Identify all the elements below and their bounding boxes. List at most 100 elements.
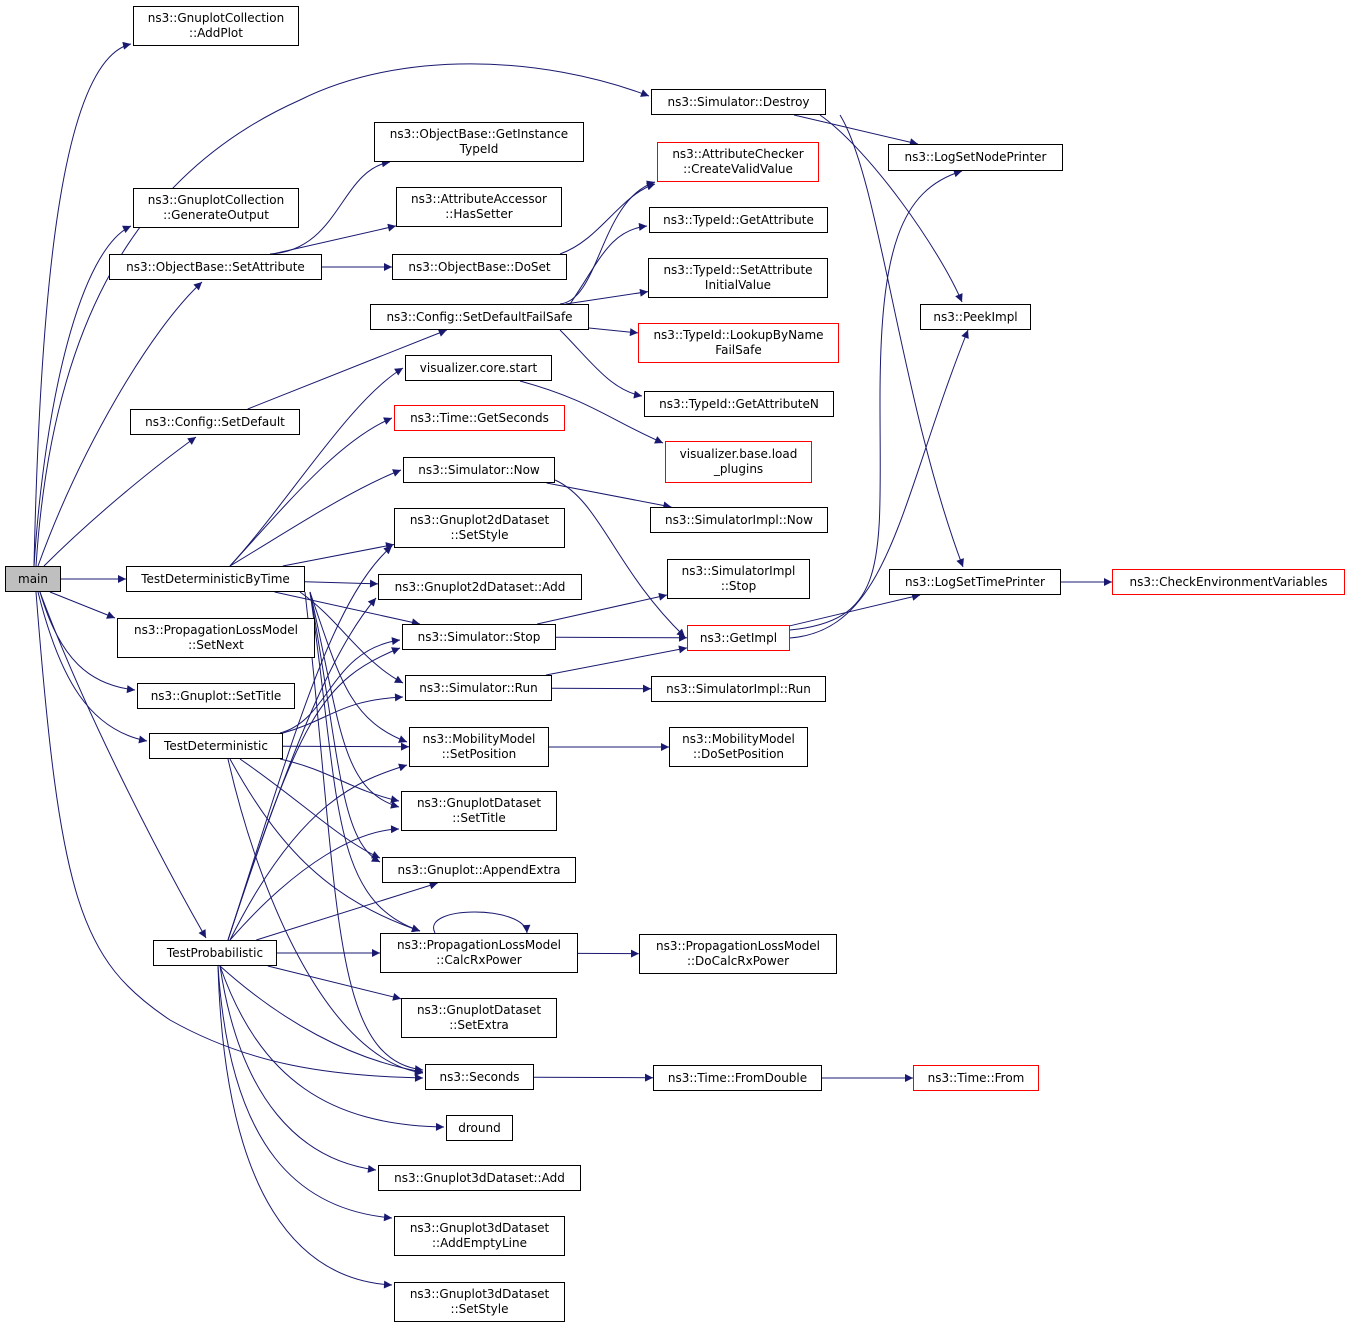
node-simimpl-now[interactable]: ns3::SimulatorImpl::Now	[650, 507, 828, 533]
edge-test-prob-to-g3d-add	[219, 965, 377, 1173]
node-peekimpl[interactable]: ns3::PeekImpl	[920, 304, 1031, 330]
edge-test-det-by-time-to-seconds	[304, 591, 424, 1074]
node-vis-core-start[interactable]: visualizer.core.start	[405, 355, 552, 381]
node-sim-run[interactable]: ns3::Simulator::Run	[405, 675, 552, 701]
node-gc-addplot[interactable]: ns3::GnuplotCollection::AddPlot	[133, 6, 299, 46]
node-label: visualizer.base.load	[679, 447, 798, 461]
node-gc-generateoutput[interactable]: ns3::GnuplotCollection::GenerateOutput	[133, 188, 299, 228]
node-main: main	[5, 566, 61, 592]
edge-sim-destroy-to-logsetnodeprinter	[793, 114, 919, 147]
node-label: ::SetTitle	[452, 811, 506, 825]
edge-test-det-by-time-to-g2d-add	[304, 579, 379, 588]
node-plm-setnext[interactable]: ns3::PropagationLossModel::SetNext	[117, 618, 315, 658]
edge-test-det-by-time-to-gnuplot-appendextra	[309, 591, 381, 863]
node-objbase-doset[interactable]: ns3::ObjectBase::DoSet	[392, 254, 567, 280]
edge-seconds-to-time-fromdouble	[533, 1073, 654, 1082]
node-time-from[interactable]: ns3::Time::From	[913, 1065, 1039, 1091]
edge-main-to-gc-addplot	[33, 41, 132, 567]
edge-test-det-to-plm-calcrxpower	[229, 758, 421, 933]
node-time-fromdouble[interactable]: ns3::Time::FromDouble	[653, 1065, 822, 1091]
edge-plm-calcrxpower-to-plm-calcrxpower	[433, 911, 531, 934]
edge-test-det-by-time-to-vis-core-start	[229, 367, 404, 567]
edge-test-prob-to-mm-setposition	[229, 763, 408, 941]
edge-main-to-gc-generateoutput	[33, 225, 132, 567]
node-attr-hassetter[interactable]: ns3::AttributeAccessor::HasSetter	[396, 187, 562, 227]
node-simimpl-run[interactable]: ns3::SimulatorImpl::Run	[651, 676, 826, 702]
edge-config-setdefaultfailsafe-to-typeid-lookupbyname	[588, 327, 639, 337]
edge-config-setdefaultfailsafe-to-attrchecker-createvalid	[559, 180, 656, 305]
node-attrchecker-createvalid[interactable]: ns3::AttributeChecker::CreateValidValue	[657, 142, 819, 182]
node-objbase-setattr[interactable]: ns3::ObjectBase::SetAttribute	[109, 254, 322, 280]
node-test-prob[interactable]: TestProbabilistic	[153, 940, 277, 966]
node-label: ns3::PropagationLossModel	[397, 938, 561, 952]
node-label: ns3::CheckEnvironmentVariables	[1129, 574, 1328, 589]
node-label: ns3::GnuplotDataset	[416, 1003, 542, 1017]
node-sim-stop[interactable]: ns3::Simulator::Stop	[402, 624, 556, 650]
node-gds-setextra[interactable]: ns3::GnuplotDataset::SetExtra	[401, 998, 557, 1038]
edge-getimpl-to-logsetnodeprinter	[789, 169, 963, 631]
edge-main-to-objbase-setattr	[37, 281, 203, 567]
edge-getimpl-to-logsettimeprinter	[789, 592, 921, 627]
node-getimpl[interactable]: ns3::GetImpl	[687, 625, 790, 651]
edge-test-prob-to-gds-settitle	[229, 825, 400, 941]
edge-test-det-by-time-to-time-getseconds	[229, 417, 393, 567]
node-typeid-getattribute[interactable]: ns3::TypeId::GetAttribute	[649, 207, 828, 233]
node-g3d-setstyle[interactable]: ns3::Gnuplot3dDataset::SetStyle	[394, 1282, 565, 1322]
node-label: ns3::Gnuplot2dDataset	[409, 513, 550, 527]
node-typeid-getattributen[interactable]: ns3::TypeId::GetAttributeN	[644, 391, 834, 417]
edge-main-to-gnuplot-settitle	[39, 591, 136, 694]
node-test-det-by-time[interactable]: TestDeterministicByTime	[126, 566, 305, 592]
node-label: ns3::Config::SetDefaultFailSafe	[386, 309, 573, 324]
node-g2d-add[interactable]: ns3::Gnuplot2dDataset::Add	[378, 574, 582, 600]
node-label: ::AddPlot	[189, 26, 243, 40]
edge-config-setdefaultfailsafe-to-typeid-getattribute	[569, 222, 648, 305]
node-logsettimeprinter[interactable]: ns3::LogSetTimePrinter	[889, 569, 1061, 595]
edge-main-to-seconds	[35, 591, 424, 1082]
node-label: ::CalcRxPower	[436, 953, 522, 967]
node-plm-docalcrxpower[interactable]: ns3::PropagationLossModel::DoCalcRxPower	[639, 934, 837, 974]
node-gnuplot-appendextra[interactable]: ns3::Gnuplot::AppendExtra	[382, 857, 576, 883]
node-gnuplot-settitle[interactable]: ns3::Gnuplot::SetTitle	[137, 683, 295, 709]
node-checkenvvars[interactable]: ns3::CheckEnvironmentVariables	[1112, 569, 1345, 595]
node-sim-destroy[interactable]: ns3::Simulator::Destroy	[651, 89, 826, 115]
node-seconds[interactable]: ns3::Seconds	[425, 1064, 534, 1090]
node-label: ns3::SimulatorImpl::Now	[665, 512, 813, 527]
node-dround[interactable]: dround	[446, 1115, 513, 1141]
node-label: ns3::TypeId::GetAttributeN	[659, 396, 819, 411]
node-g2d-setstyle[interactable]: ns3::Gnuplot2dDataset::SetStyle	[394, 508, 565, 548]
node-label: ns3::SimulatorImpl	[681, 564, 796, 578]
node-mm-dosetposition[interactable]: ns3::MobilityModel::DoSetPosition	[669, 727, 808, 767]
node-sim-now[interactable]: ns3::Simulator::Now	[403, 457, 555, 483]
node-g3d-add[interactable]: ns3::Gnuplot3dDataset::Add	[378, 1165, 581, 1191]
edge-test-det-to-gnuplot-appendextra	[239, 758, 381, 859]
edge-objbase-doset-to-attrchecker-createvalid	[559, 182, 656, 255]
edge-main-to-test-prob	[39, 591, 207, 939]
edge-test-det-by-time-to-sim-run	[299, 591, 404, 684]
node-plm-calcrxpower[interactable]: ns3::PropagationLossModel::CalcRxPower	[380, 933, 578, 973]
node-label: FailSafe	[715, 343, 762, 357]
node-config-setdefaultfailsafe[interactable]: ns3::Config::SetDefaultFailSafe	[370, 304, 589, 330]
edge-test-prob-to-dround	[219, 965, 445, 1131]
node-label: ns3::Simulator::Destroy	[667, 94, 810, 109]
node-gds-settitle[interactable]: ns3::GnuplotDataset::SetTitle	[401, 791, 557, 831]
edge-test-det-to-gds-settitle	[279, 758, 400, 804]
node-label: ns3::LogSetNodePrinter	[904, 150, 1047, 164]
node-label: ns3::Gnuplot::AppendExtra	[397, 862, 561, 877]
node-g3d-addemptyline[interactable]: ns3::Gnuplot3dDataset::AddEmptyLine	[394, 1216, 565, 1256]
node-config-setdefault[interactable]: ns3::Config::SetDefault	[130, 409, 300, 435]
node-time-getseconds[interactable]: ns3::Time::GetSeconds	[394, 405, 565, 431]
node-vis-base-loadplugins[interactable]: visualizer.base.load_plugins	[665, 441, 812, 483]
edge-config-setdefault-to-config-setdefaultfailsafe	[247, 329, 447, 410]
node-label: InitialValue	[704, 278, 772, 292]
node-mm-setposition[interactable]: ns3::MobilityModel::SetPosition	[409, 727, 549, 767]
node-test-det[interactable]: TestDeterministic	[149, 733, 283, 759]
edge-sim-stop-to-simimpl-stop	[537, 592, 668, 625]
node-label: ns3::Time::From	[927, 1070, 1025, 1085]
node-simimpl-stop[interactable]: ns3::SimulatorImpl::Stop	[667, 559, 810, 599]
edge-sim-run-to-getimpl	[546, 645, 688, 676]
node-label: ns3::AttributeAccessor	[411, 192, 547, 206]
node-logsetnodeprinter[interactable]: ns3::LogSetNodePrinter	[888, 144, 1063, 171]
